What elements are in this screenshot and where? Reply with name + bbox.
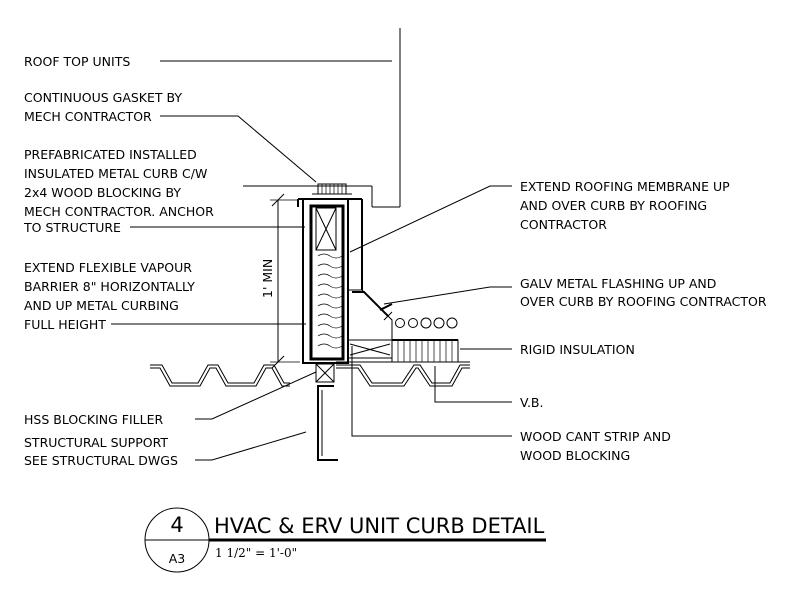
detail-title: HVAC & ERV UNIT CURB DETAIL — [214, 514, 545, 538]
title-block: 4 A3 HVAC & ERV UNIT CURB DETAIL 1 1/2" … — [144, 507, 546, 573]
curb-insulation — [317, 253, 343, 349]
detail-number: 4 — [170, 513, 183, 537]
note-cant-2: WOOD BLOCKING — [520, 448, 630, 463]
right-notes: EXTEND ROOFING MEMBRANE UP AND OVER CURB… — [520, 179, 767, 463]
note-curb-3: 2x4 WOOD BLOCKING BY — [24, 185, 181, 200]
curb-wood-blocking — [315, 207, 337, 251]
leaders — [111, 60, 512, 461]
sheet-number: A3 — [169, 551, 186, 566]
note-membrane-2: AND OVER CURB BY ROOFING — [520, 198, 707, 213]
ballast — [395, 317, 458, 329]
note-gasket-1: CONTINUOUS GASKET BY — [24, 90, 182, 105]
note-vapour-1: EXTEND FLEXIBLE VAPOUR — [24, 260, 192, 275]
metal-curb — [297, 198, 363, 364]
note-flashing-2: OVER CURB BY ROOFING CONTRACTOR — [520, 294, 767, 309]
note-curb-5: TO STRUCTURE — [23, 220, 121, 235]
note-vapour-4: FULL HEIGHT — [24, 317, 106, 332]
note-curb-1: PREFABRICATED INSTALLED — [24, 147, 197, 162]
roof-deck-right — [336, 364, 470, 387]
roof-deck-left — [150, 364, 290, 387]
hss-blocking — [315, 363, 335, 383]
detail-scale: 1 1/2" = 1'-0" — [215, 546, 297, 560]
note-rigid-insulation: RIGID INSULATION — [520, 342, 635, 357]
note-flashing-1: GALV METAL FLASHING UP AND — [520, 276, 716, 291]
note-vb: V.B. — [520, 395, 543, 410]
note-membrane-1: EXTEND ROOFING MEMBRANE UP — [520, 179, 730, 194]
note-membrane-3: CONTRACTOR — [520, 217, 607, 232]
structural-support — [317, 385, 338, 461]
note-roof-top-units: ROOF TOP UNITS — [24, 54, 130, 69]
roof-top-unit — [243, 28, 401, 208]
note-support-2: SEE STRUCTURAL DWGS — [24, 453, 178, 468]
note-curb-2: INSULATED METAL CURB C/W — [24, 166, 207, 181]
note-cant-1: WOOD CANT STRIP AND — [520, 429, 671, 444]
rigid-insulation — [336, 339, 470, 363]
note-hss: HSS BLOCKING FILLER — [24, 412, 163, 427]
dimension-label: 1' MIN — [260, 259, 275, 298]
note-vapour-3: AND UP METAL CURBING — [24, 298, 179, 313]
note-gasket-2: MECH CONTRACTOR — [24, 109, 152, 124]
cant-strip — [347, 289, 393, 359]
left-notes: ROOF TOP UNITS CONTINUOUS GASKET BY MECH… — [23, 54, 214, 468]
note-curb-4: MECH CONTRACTOR. ANCHOR — [24, 204, 214, 219]
note-vapour-2: BARRIER 8" HORIZONTALLY — [24, 279, 195, 294]
note-support-1: STRUCTURAL SUPPORT — [24, 435, 168, 450]
